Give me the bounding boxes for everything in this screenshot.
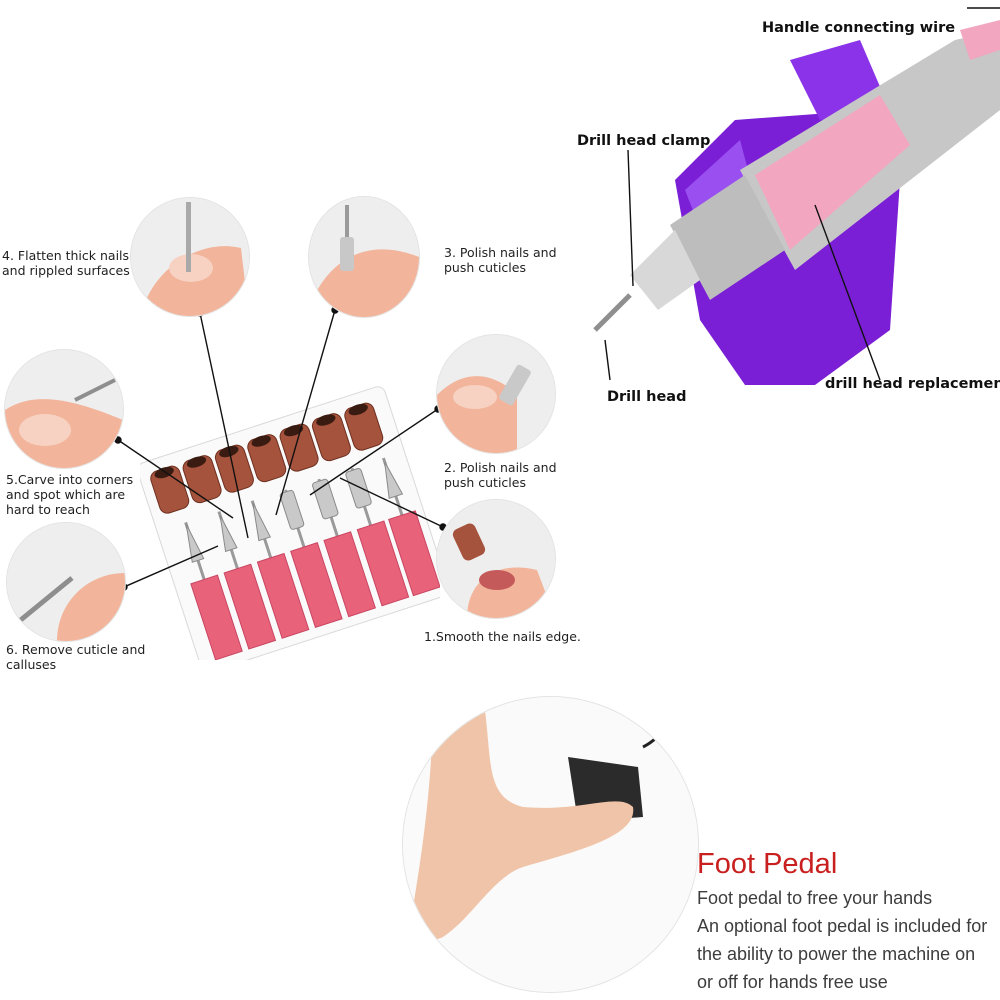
label-smooth: 1.Smooth the nails edge. xyxy=(424,629,581,644)
usage-circle-cuticle xyxy=(7,523,125,641)
finger-drill-illustration xyxy=(309,197,419,317)
drill-pen-illustration xyxy=(593,7,1000,385)
label-carve: 5.Carve into corners and spot which are … xyxy=(6,472,134,517)
finger-drill-illustration xyxy=(7,523,125,641)
usage-circle-flatten xyxy=(131,198,249,316)
label-replacement: drill head replacement xyxy=(825,376,1000,392)
finger-drill-illustration xyxy=(437,500,555,618)
label-polish-2: 2. Polish nails and push cuticles xyxy=(444,460,557,490)
foot-pedal-line-2: An optional foot pedal is included for xyxy=(697,916,988,936)
foot-pedal-illustration xyxy=(403,697,698,992)
label-flatten: 4. Flatten thick nails and rippled surfa… xyxy=(2,248,130,278)
label-polish-3: 3. Polish nails and push cuticles xyxy=(444,245,557,275)
usage-circle-carve xyxy=(5,350,123,468)
label-drill-head: Drill head xyxy=(607,389,687,405)
foot-pedal-line-4: or off for hands free use xyxy=(697,972,888,992)
foot-pedal-title: Foot Pedal xyxy=(697,848,838,880)
finger-drill-illustration xyxy=(5,350,123,468)
finger-drill-illustration xyxy=(131,198,249,316)
foot-pedal-line-3: the ability to power the machine on xyxy=(697,944,976,964)
foot-pedal-circle xyxy=(403,697,698,992)
bit-tray-illustration xyxy=(140,386,440,660)
usage-circle-polish-2 xyxy=(437,335,555,453)
label-handle-wire: Handle connecting wire xyxy=(762,20,956,36)
foot-pedal-line-1: Foot pedal to free your hands xyxy=(697,888,933,908)
finger-drill-illustration xyxy=(437,335,555,453)
label-cuticle: 6. Remove cuticle and calluses xyxy=(6,642,146,672)
usage-circle-polish-3 xyxy=(309,197,419,317)
label-clamp: Drill head clamp xyxy=(577,133,711,149)
usage-circle-smooth xyxy=(437,500,555,618)
